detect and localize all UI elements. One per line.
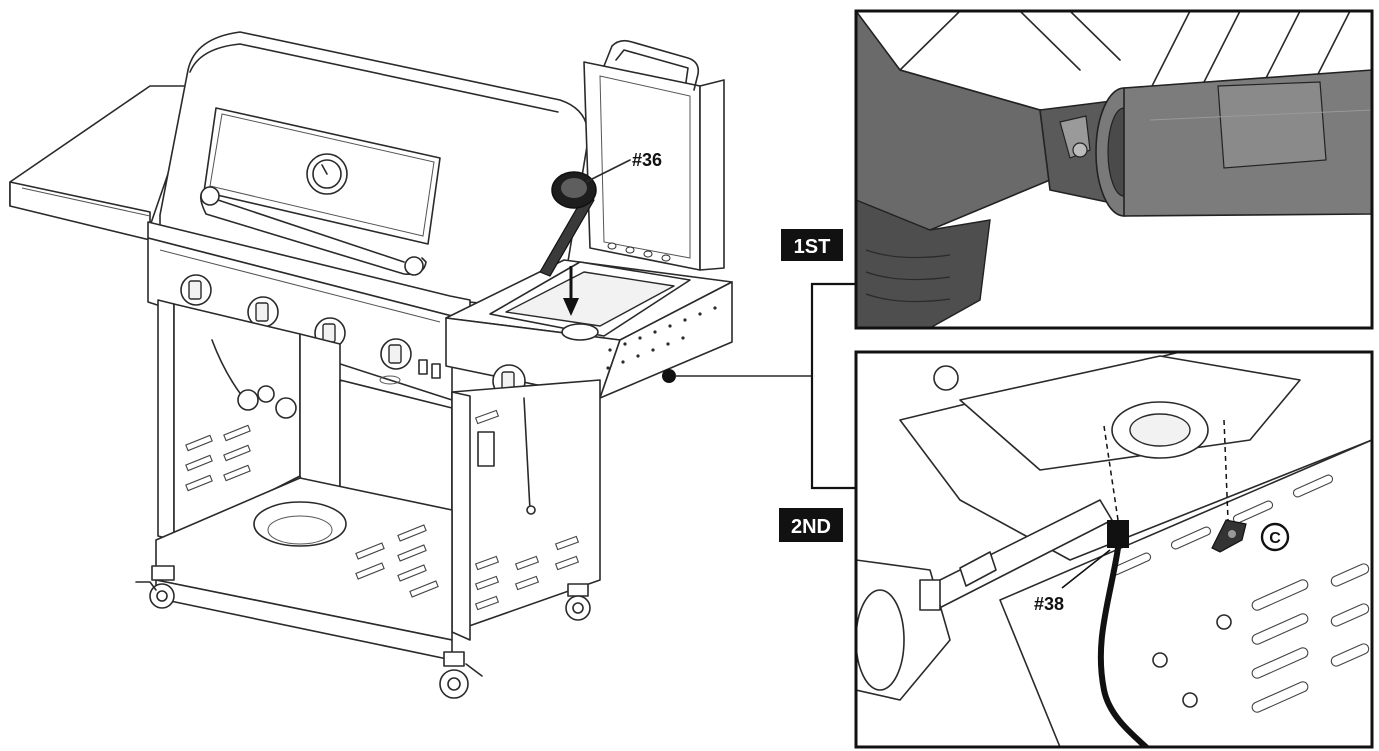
- caster-rear-right: [565, 583, 591, 621]
- caster-front-right: [439, 651, 483, 699]
- left-side-shelf: [9, 85, 191, 241]
- hose-connector: [1107, 520, 1129, 548]
- switch-2: [431, 363, 441, 379]
- part-label-36: #36: [632, 150, 662, 170]
- step-label-first: 1ST: [794, 236, 831, 258]
- detail-second-step: #38 C: [854, 350, 1374, 749]
- step-badge-second: 2ND: [779, 508, 843, 542]
- caster-front-left: [135, 565, 175, 609]
- vent-slots: [185, 409, 580, 611]
- step-badge-first: 1ST: [781, 229, 843, 261]
- knob-1: [180, 274, 212, 306]
- knob-4: [380, 338, 412, 370]
- grill-illustration: #36: [9, 31, 813, 699]
- knob-2: [247, 296, 279, 328]
- cart-frame: [155, 299, 601, 661]
- step-label-second: 2ND: [791, 516, 831, 538]
- part-label-38: #38: [1034, 594, 1064, 614]
- side-burner-shelf: [445, 39, 733, 399]
- switch-1: [418, 359, 428, 375]
- burner-part-36: [539, 159, 631, 277]
- callout-dot: [662, 369, 676, 383]
- clip-letter: C: [1269, 530, 1281, 547]
- grill-lid: [159, 31, 589, 311]
- insert-arrow: [563, 266, 579, 316]
- clip-c-callout: C: [1260, 522, 1290, 552]
- detail-first-step: [854, 9, 1374, 330]
- clip-c-part: [1211, 519, 1247, 553]
- callout-connectors: [810, 282, 856, 490]
